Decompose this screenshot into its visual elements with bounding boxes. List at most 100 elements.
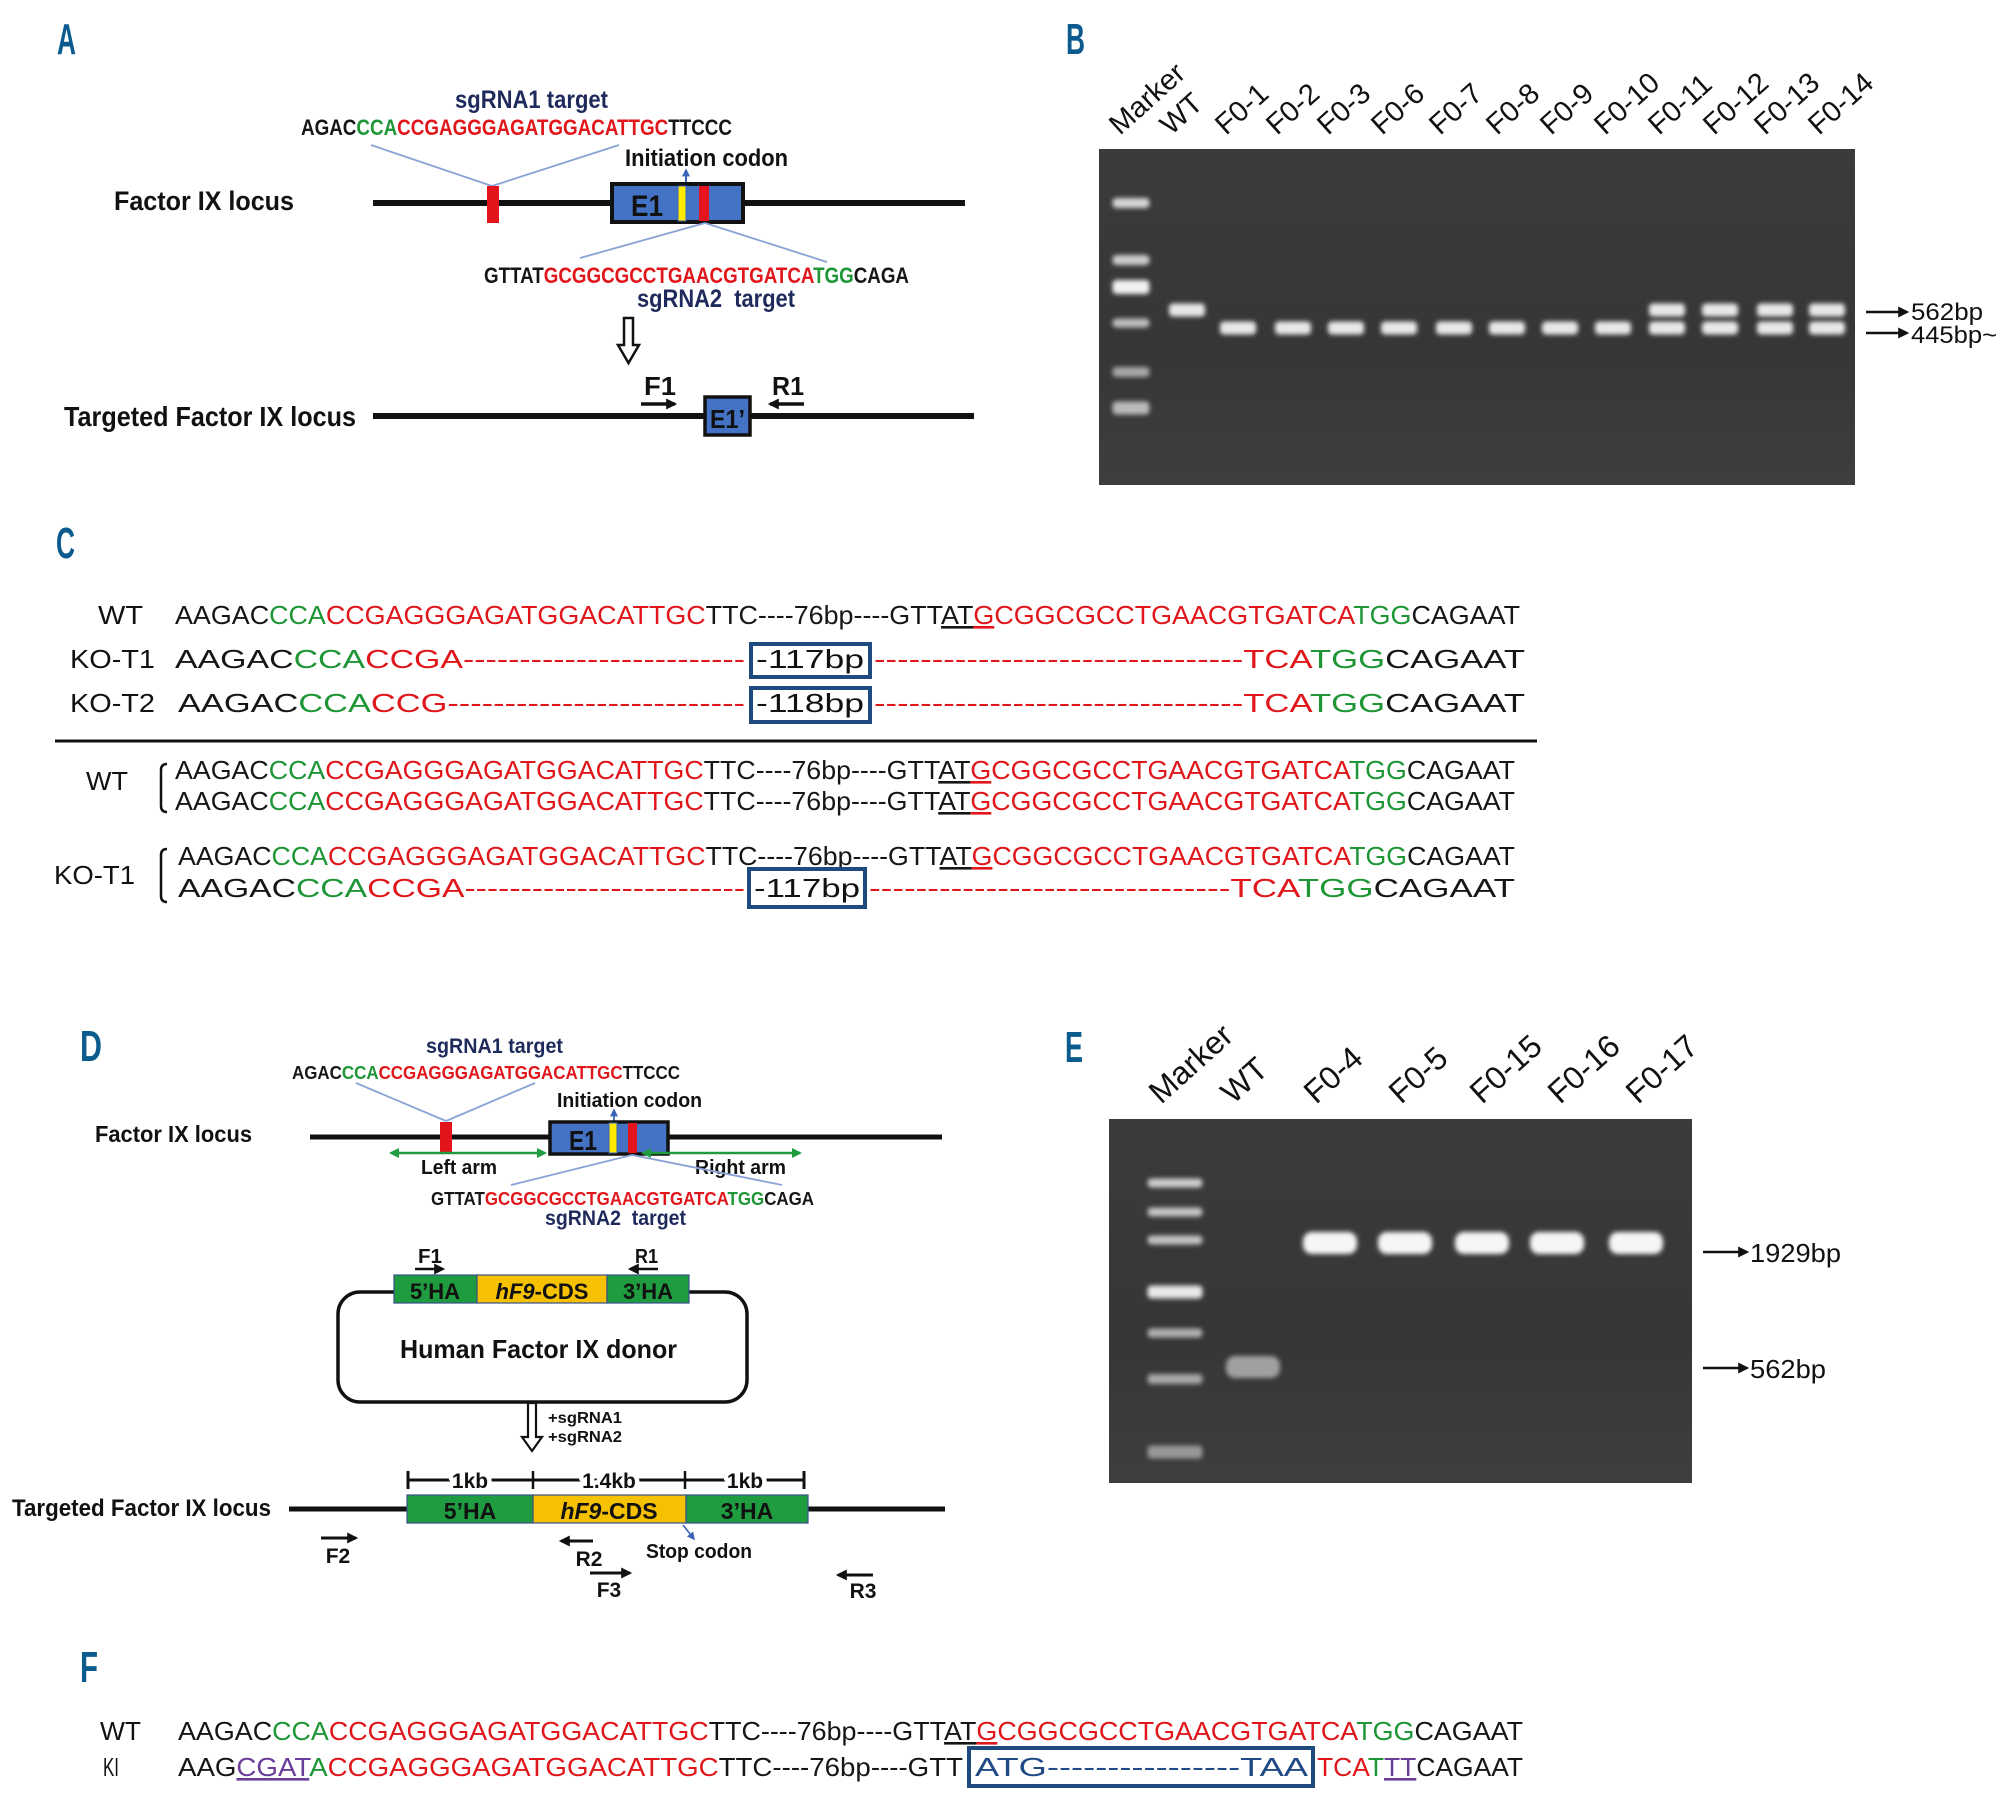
gel-b-image (1099, 149, 1855, 485)
down-arrow-icon (519, 1401, 545, 1453)
primer-r2-label: R2 (576, 1548, 603, 1571)
underlined-sequence-segment: G (976, 1716, 997, 1746)
sequence-segment: -------------------------------- (874, 644, 1243, 674)
sequence-segment: TGG (1349, 841, 1407, 871)
gel-band (1530, 1232, 1584, 1254)
gel-band (1809, 321, 1845, 335)
sequence-segment: AGAC (301, 115, 356, 140)
scale-label: 1.4kb (582, 1470, 636, 1493)
gel-band (1436, 321, 1472, 335)
gel-band (1303, 1232, 1357, 1254)
size-label: 562bp (1911, 299, 1983, 326)
ladder-band (1112, 280, 1150, 294)
primer-f1-label: F1 (418, 1246, 442, 1268)
underlined-sequence-segment: TT (1384, 1752, 1416, 1782)
sequence-segment: CCGAGGGAGATGGACATTGC (328, 841, 706, 871)
sgrna2-guide-line-left (510, 1154, 633, 1186)
donor-name: Human Factor IX donor (400, 1334, 677, 1364)
sgrna1-addition-label: +sgRNA1 (548, 1410, 622, 1427)
sequence-segment: TTC----76bp----GTT (706, 600, 944, 630)
bracket-icon (159, 762, 168, 814)
sequence-segment: GTTAT (484, 263, 544, 288)
three-prime-arm-box (606, 1274, 690, 1304)
panel-label-b: B (1066, 15, 1085, 64)
sgrna1-target-label: sgRNA1 target (426, 1035, 563, 1058)
sequence-segment: CAGAAT (1385, 688, 1525, 718)
gel-band (1328, 321, 1364, 335)
targeted-locus-label: Targeted Factor IX locus (64, 401, 356, 432)
sequence-segment: CGGCGCCTGAACGTGATCA (991, 786, 1351, 816)
ladder-band (1147, 1374, 1203, 1384)
bracket-icon (159, 847, 168, 904)
deletion-label: -117bp (756, 644, 864, 674)
sequence-segment: CCA (269, 600, 326, 630)
row-label: WT (98, 600, 143, 630)
exon-e1-label: E1 (631, 190, 663, 223)
sequence-segment: AAGAC (178, 841, 272, 871)
lane-label: F0-15 (1463, 1028, 1549, 1111)
sequence-segment: AAGAC (175, 786, 269, 816)
gel-e-bands (1147, 1178, 1663, 1459)
sequence-segment: CAGAAT (1411, 600, 1520, 630)
lane-label: F0-7 (1423, 78, 1489, 142)
sgrna2-target-sequence: GTTATGCGGCGCCTGAACGTGATCATGGCAGA (484, 263, 909, 288)
gel-band (1609, 1232, 1663, 1254)
initiation-codon-marker (608, 1122, 618, 1154)
row-label: KO-T2 (70, 688, 155, 718)
sequence-segment: AAGAC (175, 644, 294, 674)
size-label: 1929bp (1750, 1238, 1841, 1268)
sequence-segment: TTCCC (668, 115, 732, 140)
gel-band (1649, 321, 1685, 335)
size-label: 562bp (1750, 1354, 1826, 1384)
insert-label: ATG----------------TAA (975, 1752, 1309, 1782)
panel-label-f: F (80, 1643, 98, 1692)
deletion-label: -118bp (756, 688, 864, 718)
deletion-box (749, 642, 872, 679)
sequence-segment: CAGAAT (1407, 755, 1515, 785)
sequence-segment: AAG (178, 1752, 236, 1782)
sequence-segment: CAGAAT (1385, 644, 1525, 674)
cds-suffix: -CDS (601, 1498, 657, 1524)
locus-label: Factor IX locus (95, 1121, 252, 1147)
ladder-band (1112, 255, 1150, 265)
cds-suffix: -CDS (535, 1279, 589, 1304)
lane-label: F0-3 (1311, 78, 1377, 142)
sgrna2-site-marker (628, 1123, 637, 1153)
sequence-segment: CCGAGGGAGATGGACATTGC (328, 1752, 719, 1782)
sequence-segment: GCGGCGCCTGAACGTGATCA (485, 1189, 729, 1209)
ladder-band (1147, 1328, 1203, 1338)
sgrna2-guide-line-left (579, 222, 706, 259)
panel-d: D sgRNA1 target AGACCCACCGAGGGAGATGGACAT… (12, 1022, 945, 1603)
sgrna1-site-marker (440, 1122, 452, 1152)
sequence-segment: CCGAGGGAGATGGACATTGC (397, 115, 668, 140)
sequence-segment: CCA (294, 644, 366, 674)
sequence-segment: AAGAC (178, 1716, 272, 1746)
primer-f3-label: F3 (597, 1579, 622, 1602)
cds-label: hF9-CDS (496, 1279, 589, 1304)
lane-label: F0-6 (1365, 78, 1431, 142)
cds-label: hF9-CDS (560, 1498, 657, 1524)
sequence-segment: CGGCGCCTGAACGTGATCA (994, 600, 1356, 630)
sequence-segment: CAGAAT (1407, 786, 1515, 816)
sequence-segment: AAGAC (175, 755, 269, 785)
sgrna1-guide-line-right (491, 144, 620, 187)
sequence-segment: TCA (1230, 873, 1301, 903)
exon-e1-label: E1 (569, 1125, 597, 1156)
primer-f2-label: F2 (326, 1545, 351, 1568)
gel-e-image (1109, 1119, 1692, 1483)
underlined-sequence-segment: G (972, 841, 993, 871)
sequence-segment: T (1368, 1752, 1384, 1782)
insert-box (967, 1746, 1315, 1788)
underlined-sequence-segment: CGAT (236, 1752, 311, 1782)
five-prime-arm-label: 5’HA (444, 1498, 496, 1524)
sgrna1-guide-line-left (355, 1082, 447, 1122)
row-label: KO-T1 (70, 644, 155, 674)
sgrna1-site-marker (487, 186, 499, 223)
